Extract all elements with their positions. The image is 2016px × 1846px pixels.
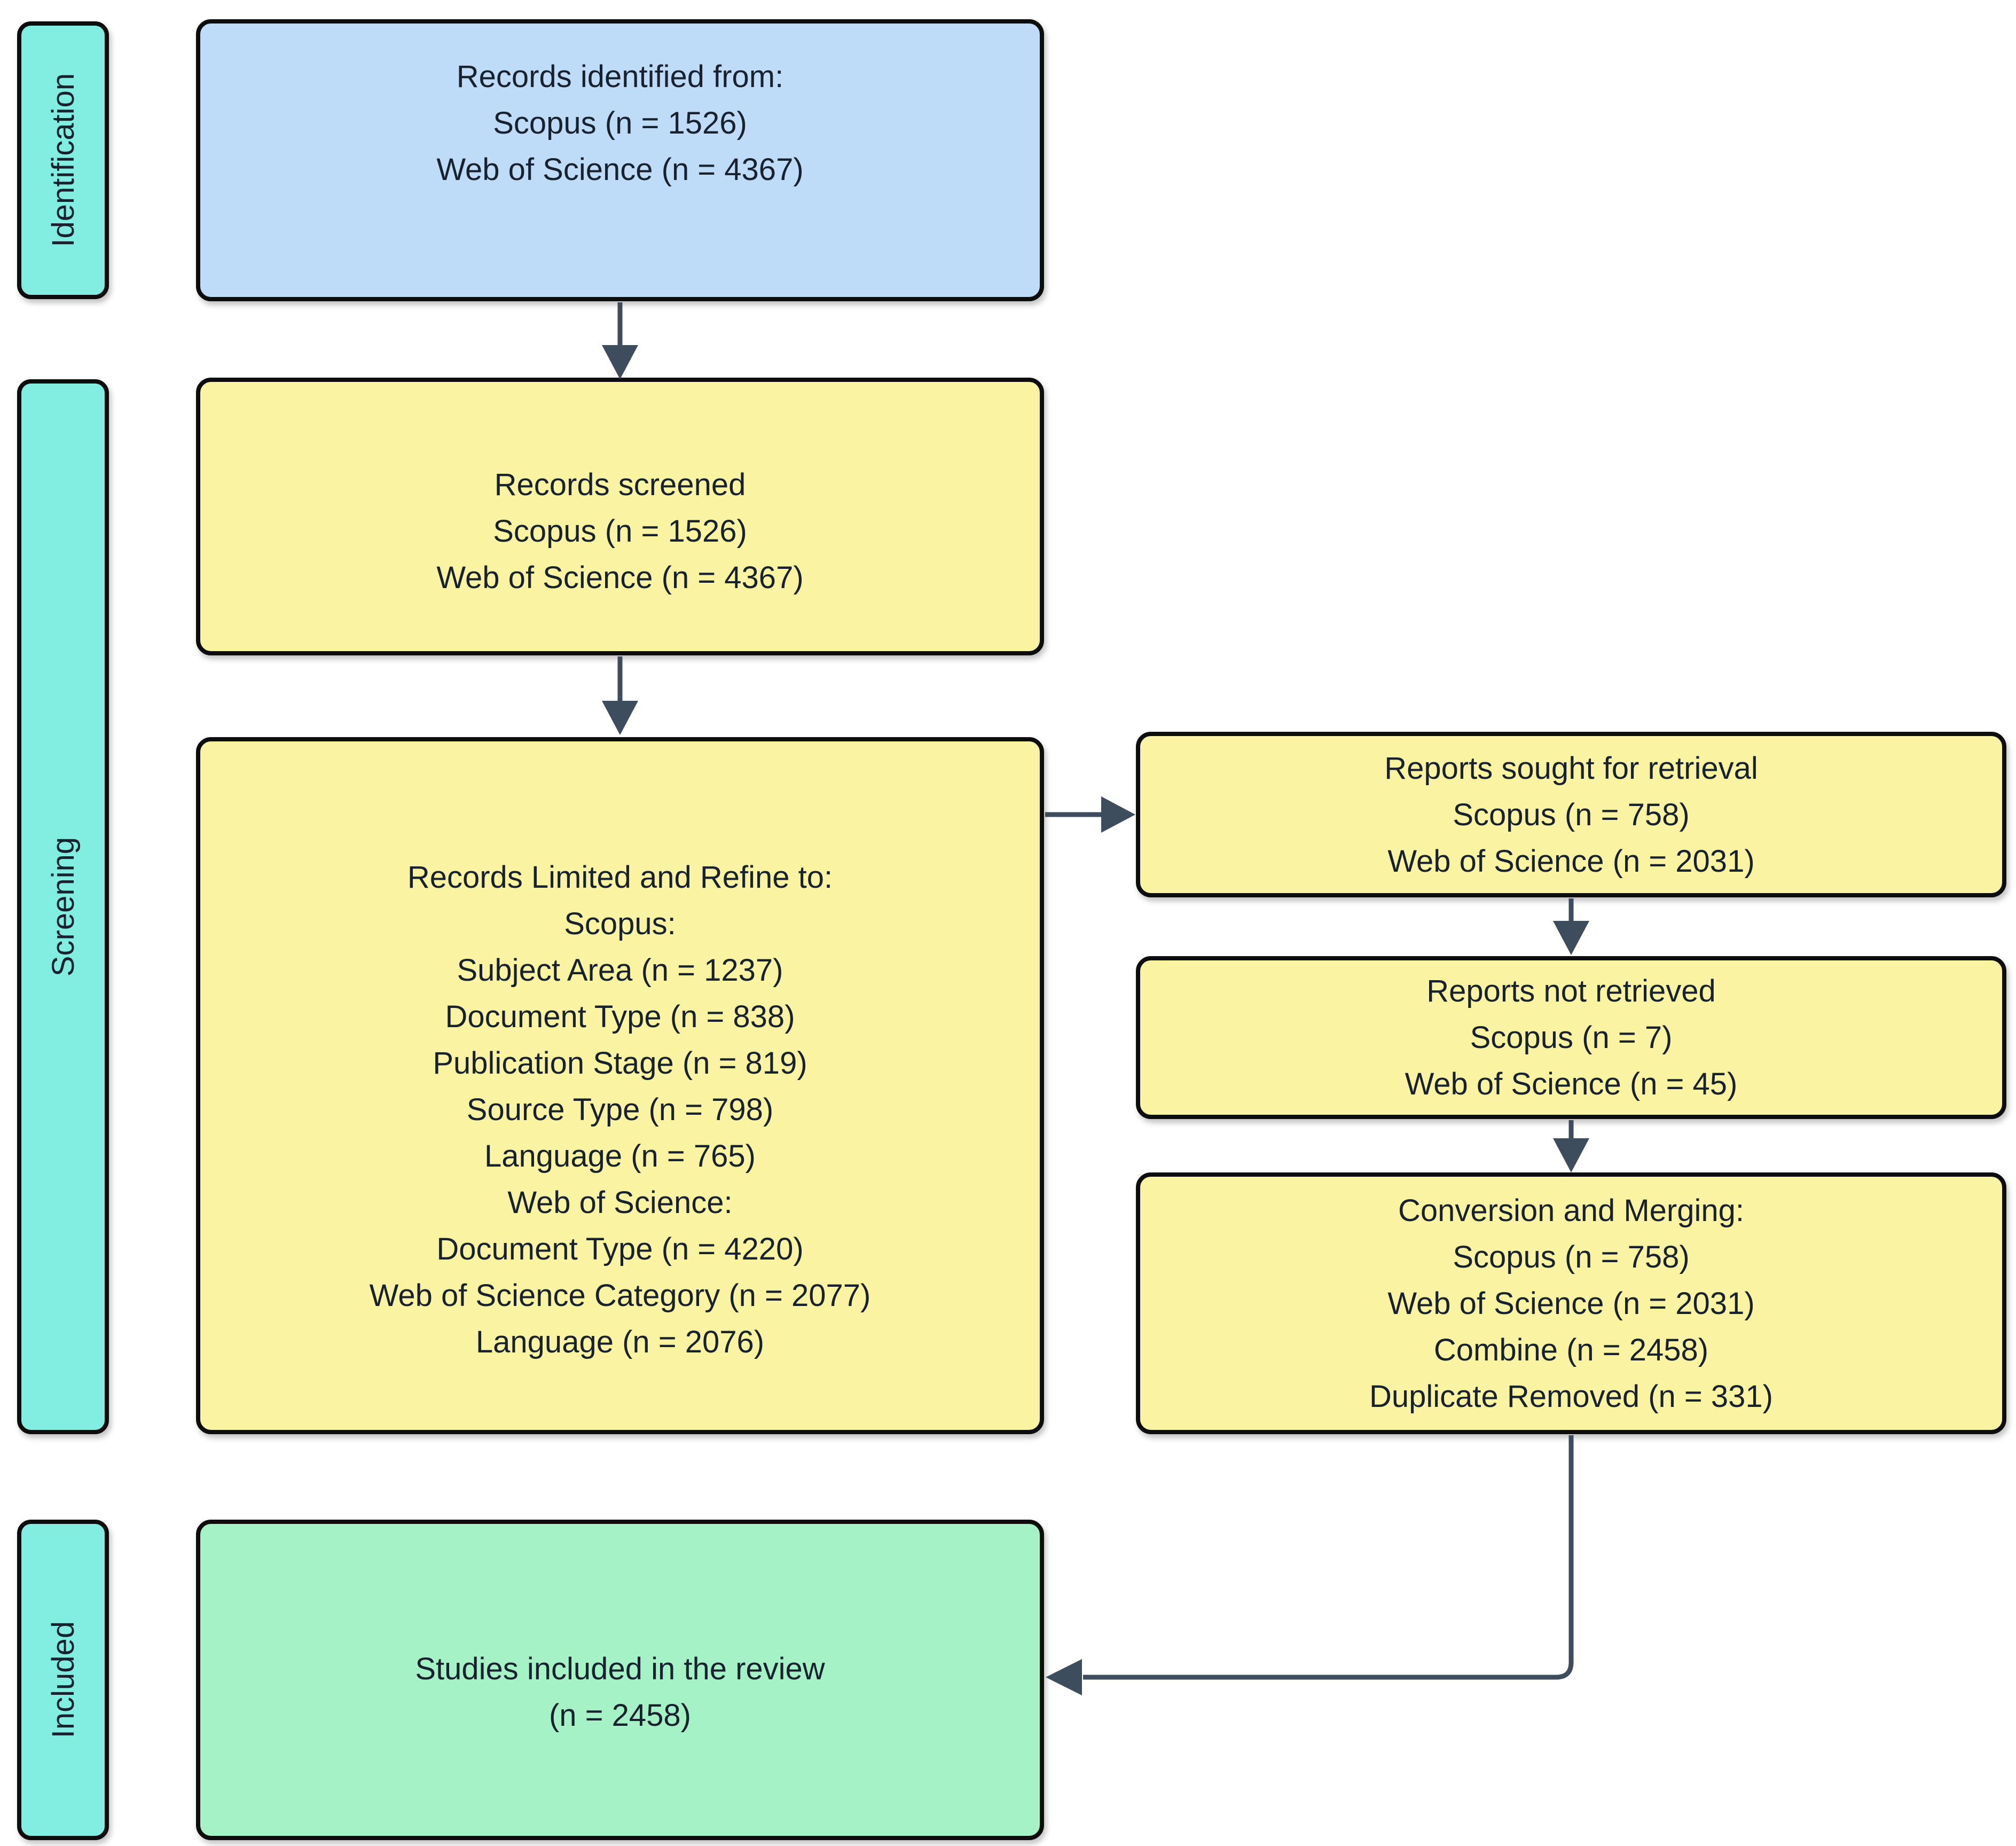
- stage-identification-label: Identification: [45, 73, 81, 247]
- text-line: Combine (n = 2458): [1433, 1332, 1709, 1367]
- records-limited-box: Records Limited and Refine to: Scopus: S…: [196, 737, 1044, 1434]
- text-line: Language (n = 765): [484, 1139, 756, 1174]
- text-line: Language (n = 2076): [475, 1325, 765, 1359]
- records-screened-box: Records screened Scopus (n = 1526) Web o…: [196, 378, 1044, 655]
- text-line: Scopus (n = 758): [1453, 1239, 1690, 1274]
- text-line: Studies included in the review: [415, 1651, 825, 1686]
- text-line: Scopus (n = 1526): [493, 105, 747, 140]
- text-line: Web of Science (n = 45): [1405, 1067, 1738, 1101]
- conversion-merging-box: Conversion and Merging: Scopus (n = 758)…: [1136, 1172, 2006, 1434]
- reports-not-retrieved-box: Reports not retrieved Scopus (n = 7) Web…: [1136, 956, 2006, 1119]
- text-line: Web of Science (n = 4367): [436, 152, 804, 187]
- text-line: Reports not retrieved: [1426, 974, 1716, 1008]
- text-line: Scopus (n = 758): [1453, 797, 1690, 832]
- text-line: Conversion and Merging:: [1398, 1193, 1745, 1228]
- text-line: Web of Science (n = 4367): [436, 560, 804, 595]
- stage-screening-label: Screening: [45, 836, 81, 977]
- reports-sought-box: Reports sought for retrieval Scopus (n =…: [1136, 732, 2006, 897]
- arrow-elbow-left-icon: [1046, 1435, 1574, 1695]
- text-line: Records screened: [494, 467, 746, 502]
- stage-screening: Screening: [17, 379, 109, 1434]
- text-line: Reports sought for retrieval: [1384, 750, 1758, 786]
- text-line: Scopus:: [564, 906, 676, 941]
- text-line: Publication Stage (n = 819): [433, 1046, 807, 1081]
- text-line: Scopus (n = 1526): [493, 514, 747, 549]
- text-line: Scopus (n = 7): [1470, 1020, 1673, 1055]
- text-line: Duplicate Removed (n = 331): [1369, 1379, 1773, 1414]
- text-line: Records identified from:: [456, 59, 784, 94]
- text-line: Web of Science (n = 2031): [1387, 843, 1755, 879]
- arrow-down-icon: [602, 302, 638, 379]
- text-line: Document Type (n = 838): [445, 999, 795, 1034]
- studies-included-box: Studies included in the review (n = 2458…: [196, 1520, 1044, 1840]
- text-line: Web of Science Category (n = 2077): [369, 1278, 871, 1313]
- stage-included-label: Included: [45, 1621, 81, 1739]
- records-identified-box: Records identified from: Scopus (n = 152…: [196, 19, 1044, 301]
- text-line: Web of Science (n = 2031): [1387, 1286, 1755, 1321]
- text-line: (n = 2458): [548, 1698, 691, 1733]
- arrow-down-icon: [602, 656, 638, 735]
- text-line: Records Limited and Refine to:: [407, 860, 833, 895]
- stage-identification: Identification: [17, 21, 109, 299]
- text-line: Document Type (n = 4220): [436, 1232, 804, 1266]
- arrow-right-icon: [1045, 796, 1135, 833]
- stage-included: Included: [17, 1520, 109, 1840]
- arrow-down-icon: [1553, 1120, 1589, 1172]
- text-line: Source Type (n = 798): [466, 1092, 774, 1127]
- arrow-down-icon: [1553, 898, 1589, 955]
- text-line: Web of Science:: [507, 1185, 733, 1220]
- text-line: Subject Area (n = 1237): [457, 953, 783, 988]
